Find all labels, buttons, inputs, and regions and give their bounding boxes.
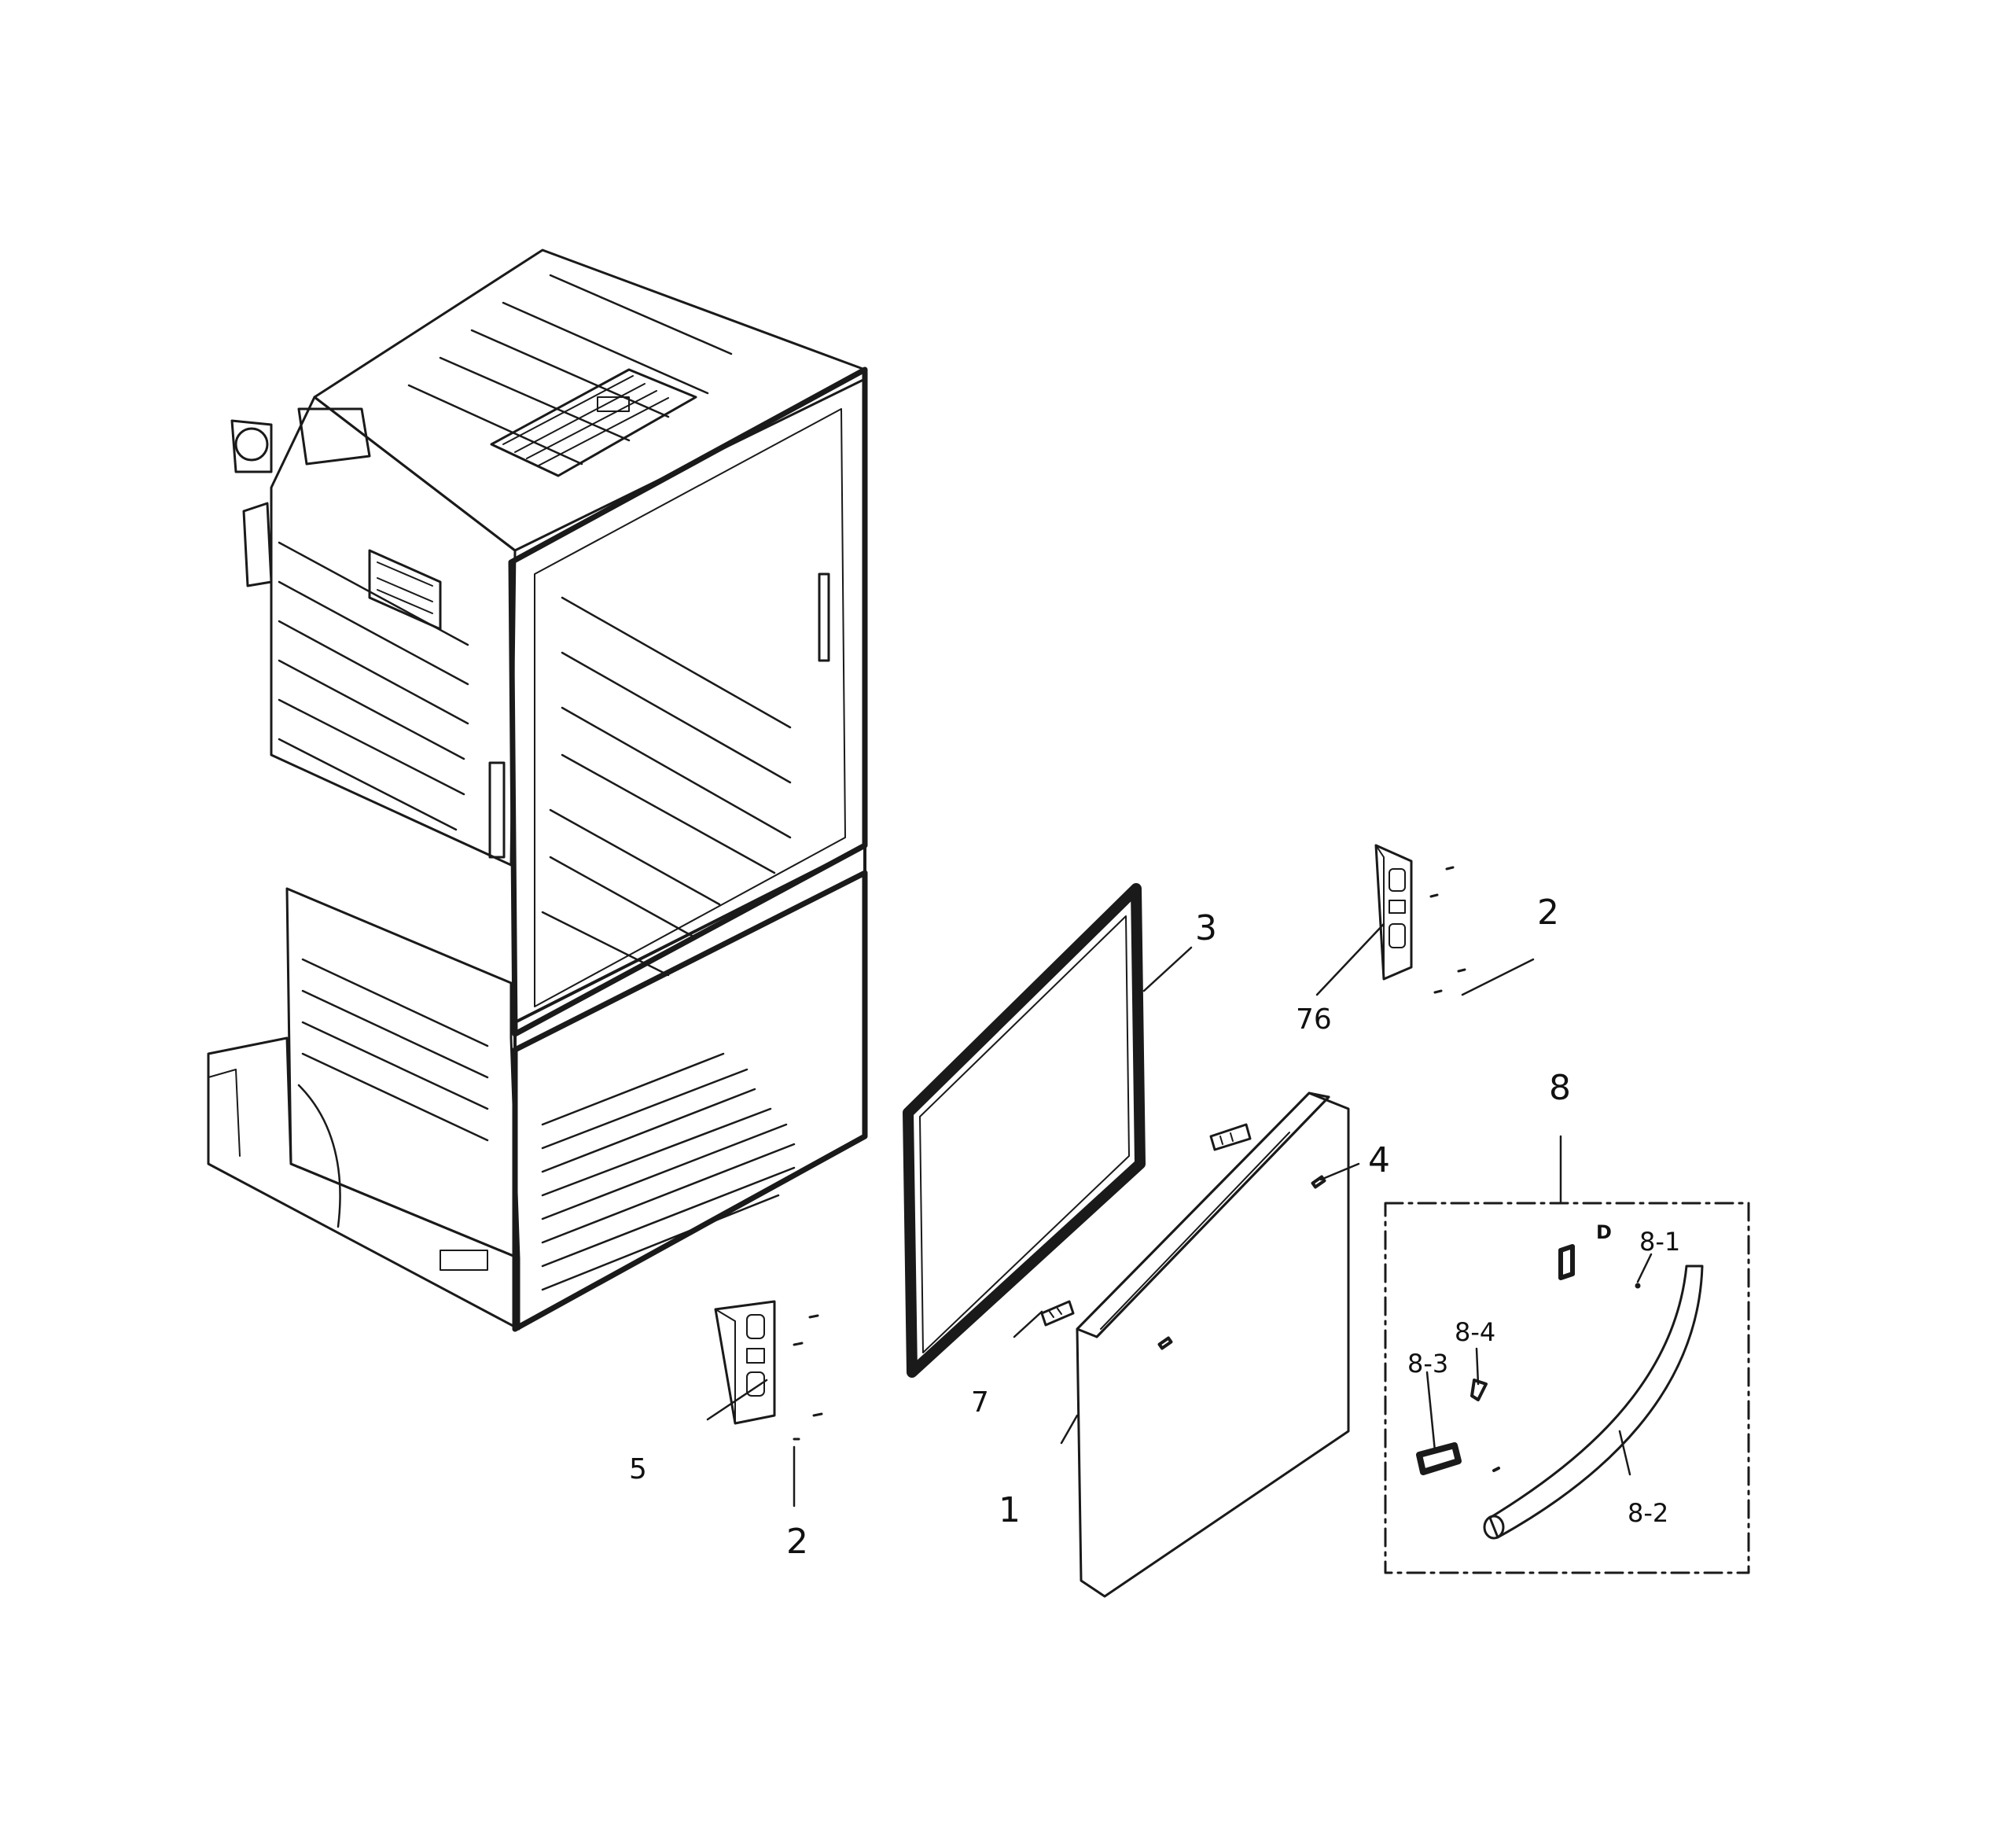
callout-76: 76	[1296, 1003, 1332, 1036]
door-handle	[1488, 1265, 1704, 1539]
screw-icon-group-upper	[1429, 866, 1466, 994]
freezer-door-panel	[1076, 1091, 1350, 1598]
callout-2-upper: 2	[1537, 893, 1559, 933]
callout-8-1: 8-1	[1639, 1227, 1680, 1257]
callout-8-3: 8-3	[1407, 1349, 1448, 1379]
door-clip-7	[1040, 1300, 1075, 1327]
callout-labels: 3 2 76 8 4 D 8-1 8-4 8-3 8-2 7 1 5 2	[629, 893, 1680, 1562]
callout-3: 3	[1195, 908, 1217, 948]
rear-machinery	[230, 407, 442, 631]
leader-lines	[706, 922, 1653, 1507]
refrigerator-cabinet	[207, 248, 868, 1332]
screw-icon-group-lower	[793, 1314, 823, 1441]
handle-cap	[1416, 1442, 1462, 1475]
callout-7: 7	[971, 1386, 989, 1419]
callout-5: 5	[629, 1453, 647, 1485]
callout-8: 8	[1549, 1068, 1571, 1108]
callout-d: D	[1596, 1221, 1612, 1243]
callout-8-2: 8-2	[1628, 1498, 1668, 1528]
callout-1: 1	[999, 1490, 1021, 1530]
callout-8-4: 8-4	[1455, 1317, 1495, 1347]
hinge-bracket-5	[714, 1300, 776, 1425]
door-gasket	[903, 883, 1146, 1378]
top-vent-grille	[490, 368, 697, 477]
callout-4: 4	[1368, 1140, 1390, 1180]
handle-assembly-box	[1384, 1202, 1750, 1574]
callout-2-lower: 2	[786, 1522, 808, 1562]
handle-spring	[1558, 1244, 1575, 1280]
door-clip-upper	[1209, 1123, 1252, 1151]
handle-screw	[1470, 1379, 1488, 1401]
hinge-bracket-76	[1374, 844, 1413, 981]
